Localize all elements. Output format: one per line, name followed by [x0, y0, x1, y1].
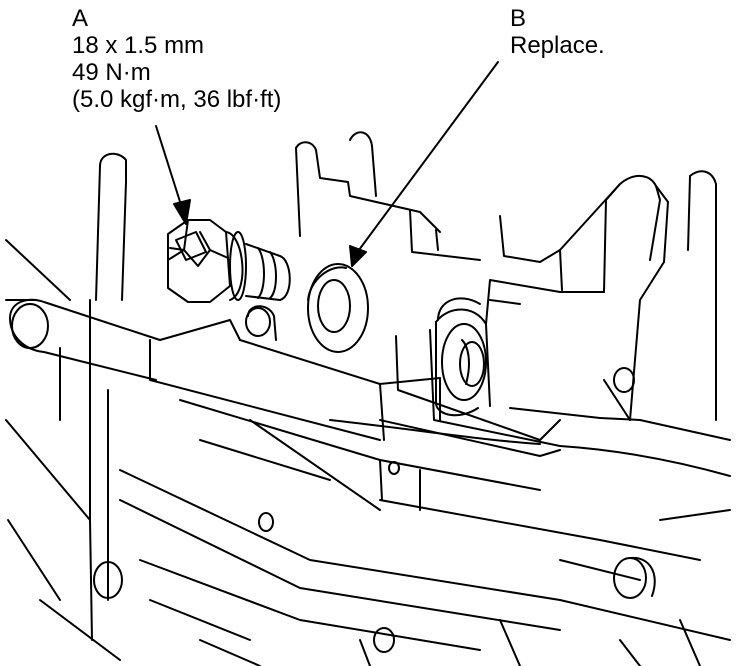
callout-a-letter: A — [72, 5, 89, 32]
callout-a: A 18 x 1.5 mm 49 N·m (5.0 kgf·m, 36 lbf·… — [72, 5, 281, 113]
housing-flange — [149, 297, 601, 541]
drain-port-boss — [435, 279, 605, 417]
callout-b-note: Replace. — [510, 32, 605, 59]
callout-b-letter: B — [510, 5, 527, 32]
callout-a-torque-nm: 49 N·m — [72, 59, 151, 86]
sealing-washer-drawing — [307, 263, 369, 353]
oil-pan-lower — [119, 367, 731, 666]
drain-bolt-drawing — [167, 219, 291, 303]
callout-a-thread-spec: 18 x 1.5 mm — [72, 32, 205, 59]
leader-arrows — [155, 61, 499, 267]
housing-upper-outline — [95, 131, 717, 421]
housing-left-frame — [5, 239, 161, 661]
callout-b: B Replace. — [510, 5, 605, 59]
callout-a-torque-alt: (5.0 kgf·m, 36 lbf·ft) — [72, 86, 282, 113]
